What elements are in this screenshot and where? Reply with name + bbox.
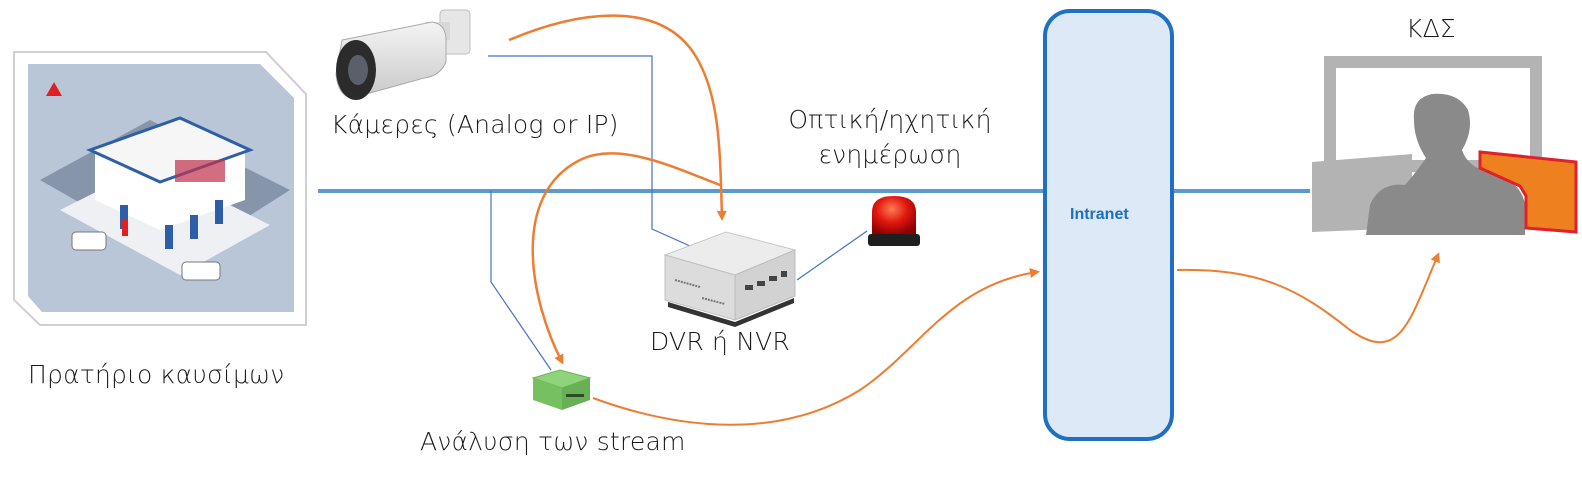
alert-label-line2: ενημέρωση [818, 140, 962, 169]
control-center-image [1312, 56, 1578, 235]
analytics-to-intranet-flow [592, 268, 1040, 426]
gas-station-label: Πρατήριο καυσίμων [28, 360, 285, 389]
camera-label: Κάμερες (Analog or IP) [331, 110, 619, 139]
backbone-to-analytics-link [490, 191, 552, 371]
beacon-image [868, 196, 920, 246]
dvr-image [663, 231, 797, 327]
camera-to-dvr-link [488, 55, 691, 247]
intranet-label: Intranet [1070, 206, 1129, 223]
control-center-label: ΚΔΣ [1406, 14, 1456, 43]
intranet-box [1043, 9, 1174, 441]
alert-label-line1: Οπτική/ηχητική [788, 105, 992, 134]
camera-to-dvr-flow [508, 14, 727, 221]
dvr-to-beacon-link [796, 230, 868, 281]
analytics-label: Ανάλυση των stream [420, 427, 686, 456]
gas-station-image [13, 51, 307, 326]
analytics-device-image [531, 369, 592, 410]
camera-image [335, 9, 471, 100]
intranet-to-control-center-flow [1176, 252, 1440, 344]
dvr-to-analytics-flow [531, 152, 721, 365]
dvr-label: DVR ή NVR [650, 327, 790, 356]
